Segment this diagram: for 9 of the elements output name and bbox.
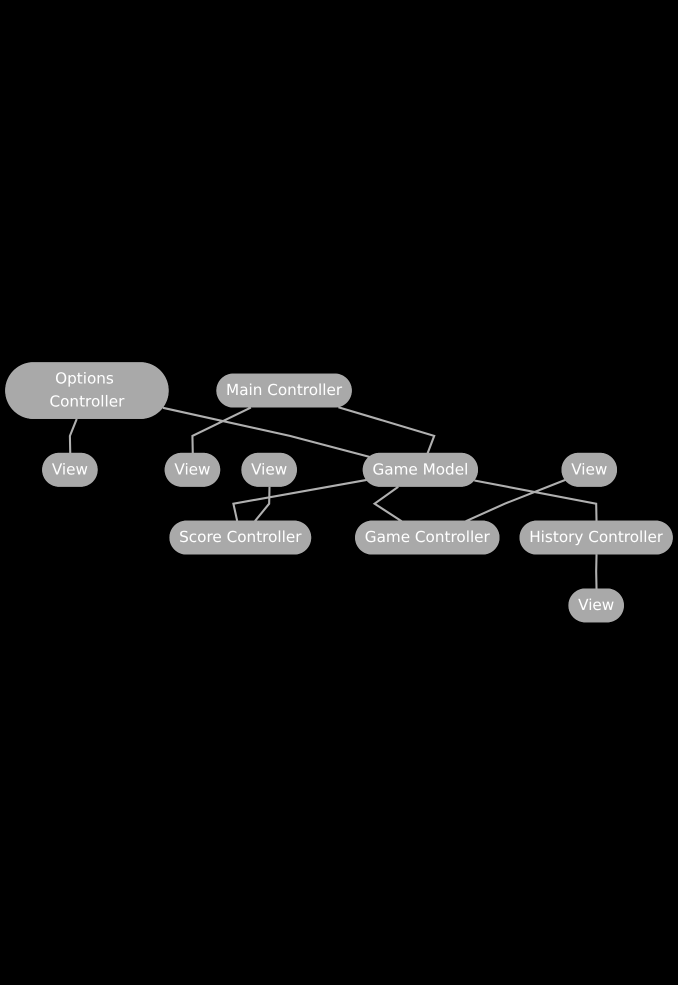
connector — [254, 486, 271, 522]
connector — [191, 406, 252, 454]
connector — [338, 406, 436, 454]
connector — [474, 480, 598, 522]
connector — [162, 407, 370, 458]
connector — [68, 418, 78, 454]
connector — [465, 479, 566, 522]
connector — [595, 554, 598, 590]
connector — [232, 479, 367, 522]
